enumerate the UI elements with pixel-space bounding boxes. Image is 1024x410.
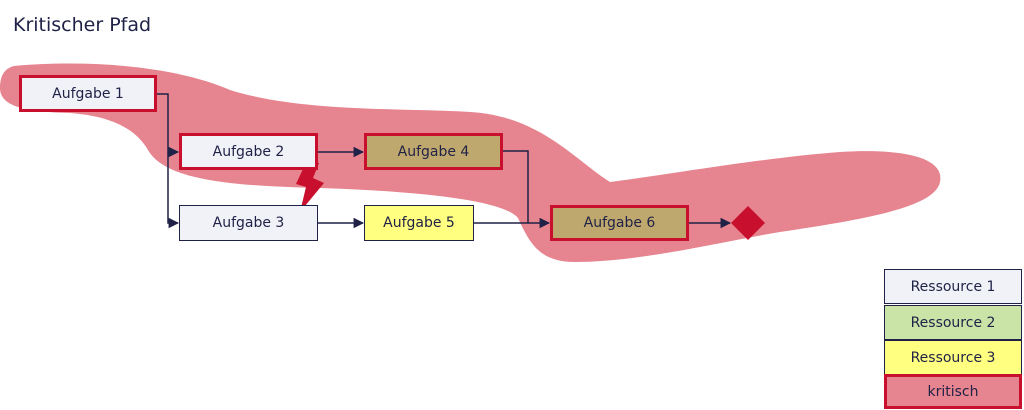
lightning-icon [296, 158, 324, 212]
task-label: Aufgabe 3 [212, 215, 285, 231]
legend-item-ressource-3: Ressource 3 [884, 340, 1022, 375]
task-box-aufgabe-5[interactable]: Aufgabe 5 [364, 205, 474, 241]
arrow-t1-t3 [167, 152, 180, 229]
task-label: Aufgabe 5 [383, 215, 455, 231]
task-label: Aufgabe 1 [52, 85, 124, 102]
task-box-aufgabe-2[interactable]: Aufgabe 2 [179, 133, 318, 170]
task-label: Aufgabe 4 [397, 143, 470, 160]
legend-item-ressource-1: Ressource 1 [884, 269, 1022, 304]
arrow-t4-t6 [503, 150, 529, 223]
legend-label: Ressource 1 [910, 278, 996, 295]
task-box-aufgabe-1[interactable]: Aufgabe 1 [19, 75, 157, 112]
task-label: Aufgabe 6 [583, 215, 656, 231]
diamond-icon [731, 206, 765, 240]
legend-label: Ressource 3 [910, 349, 996, 366]
task-box-aufgabe-4[interactable]: Aufgabe 4 [364, 133, 503, 170]
legend-label: kritisch [927, 383, 979, 400]
legend-label: Ressource 2 [910, 314, 996, 331]
task-label: Aufgabe 2 [212, 143, 285, 160]
task-box-aufgabe-3[interactable]: Aufgabe 3 [179, 205, 318, 241]
task-box-aufgabe-6[interactable]: Aufgabe 6 [550, 205, 689, 241]
arrow-t1-t2 [157, 93, 180, 158]
legend-item-kritisch: kritisch [884, 374, 1022, 409]
page-title: Kritischer Pfad [13, 14, 152, 36]
legend-item-ressource-2: Ressource 2 [884, 305, 1022, 340]
